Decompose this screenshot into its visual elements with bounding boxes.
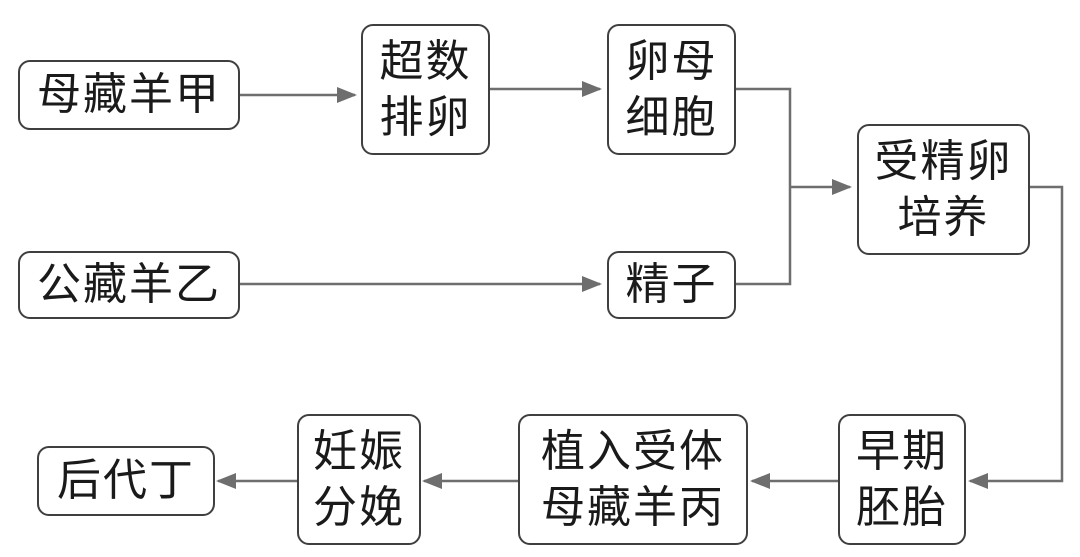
node-ram-b: 公藏羊乙: [18, 251, 240, 319]
node-ewe-a-label: 母藏羊甲: [37, 69, 221, 120]
node-fertilization-line1: 受精卵: [874, 135, 1013, 187]
node-oocyte-line1: 卵母: [625, 35, 718, 87]
node-pregnancy-line2: 分娩: [313, 481, 405, 533]
node-transfer-line2: 母藏羊丙: [541, 481, 725, 533]
arrow-fertilization-to-embryo: [968, 185, 1064, 489]
node-sperm-label: 精子: [625, 259, 718, 310]
node-offspring: 后代丁: [37, 446, 215, 516]
node-offspring-label: 后代丁: [57, 455, 195, 506]
node-transfer: 植入受体 母藏羊丙: [518, 414, 748, 545]
node-transfer-line1: 植入受体: [541, 425, 725, 477]
node-ram-b-label: 公藏羊乙: [37, 259, 221, 310]
node-oocyte-line2: 细胞: [625, 91, 718, 143]
node-superovulation: 超数 排卵: [361, 24, 490, 155]
node-pregnancy: 妊娠 分娩: [297, 414, 421, 545]
node-early-embryo-line2: 胚胎: [856, 481, 948, 533]
connector-oocyte-merge: [736, 87, 792, 286]
node-superovulation-line1: 超数: [379, 35, 472, 87]
node-sperm: 精子: [607, 251, 736, 319]
node-fertilization: 受精卵 培养: [857, 124, 1030, 255]
node-superovulation-line2: 排卵: [379, 91, 472, 143]
node-early-embryo: 早期 胚胎: [838, 414, 966, 545]
node-pregnancy-line1: 妊娠: [313, 425, 405, 477]
node-early-embryo-line1: 早期: [856, 425, 948, 477]
node-ewe-a: 母藏羊甲: [18, 60, 240, 130]
node-fertilization-line2: 培养: [897, 191, 990, 243]
node-oocyte: 卵母 细胞: [607, 24, 736, 155]
